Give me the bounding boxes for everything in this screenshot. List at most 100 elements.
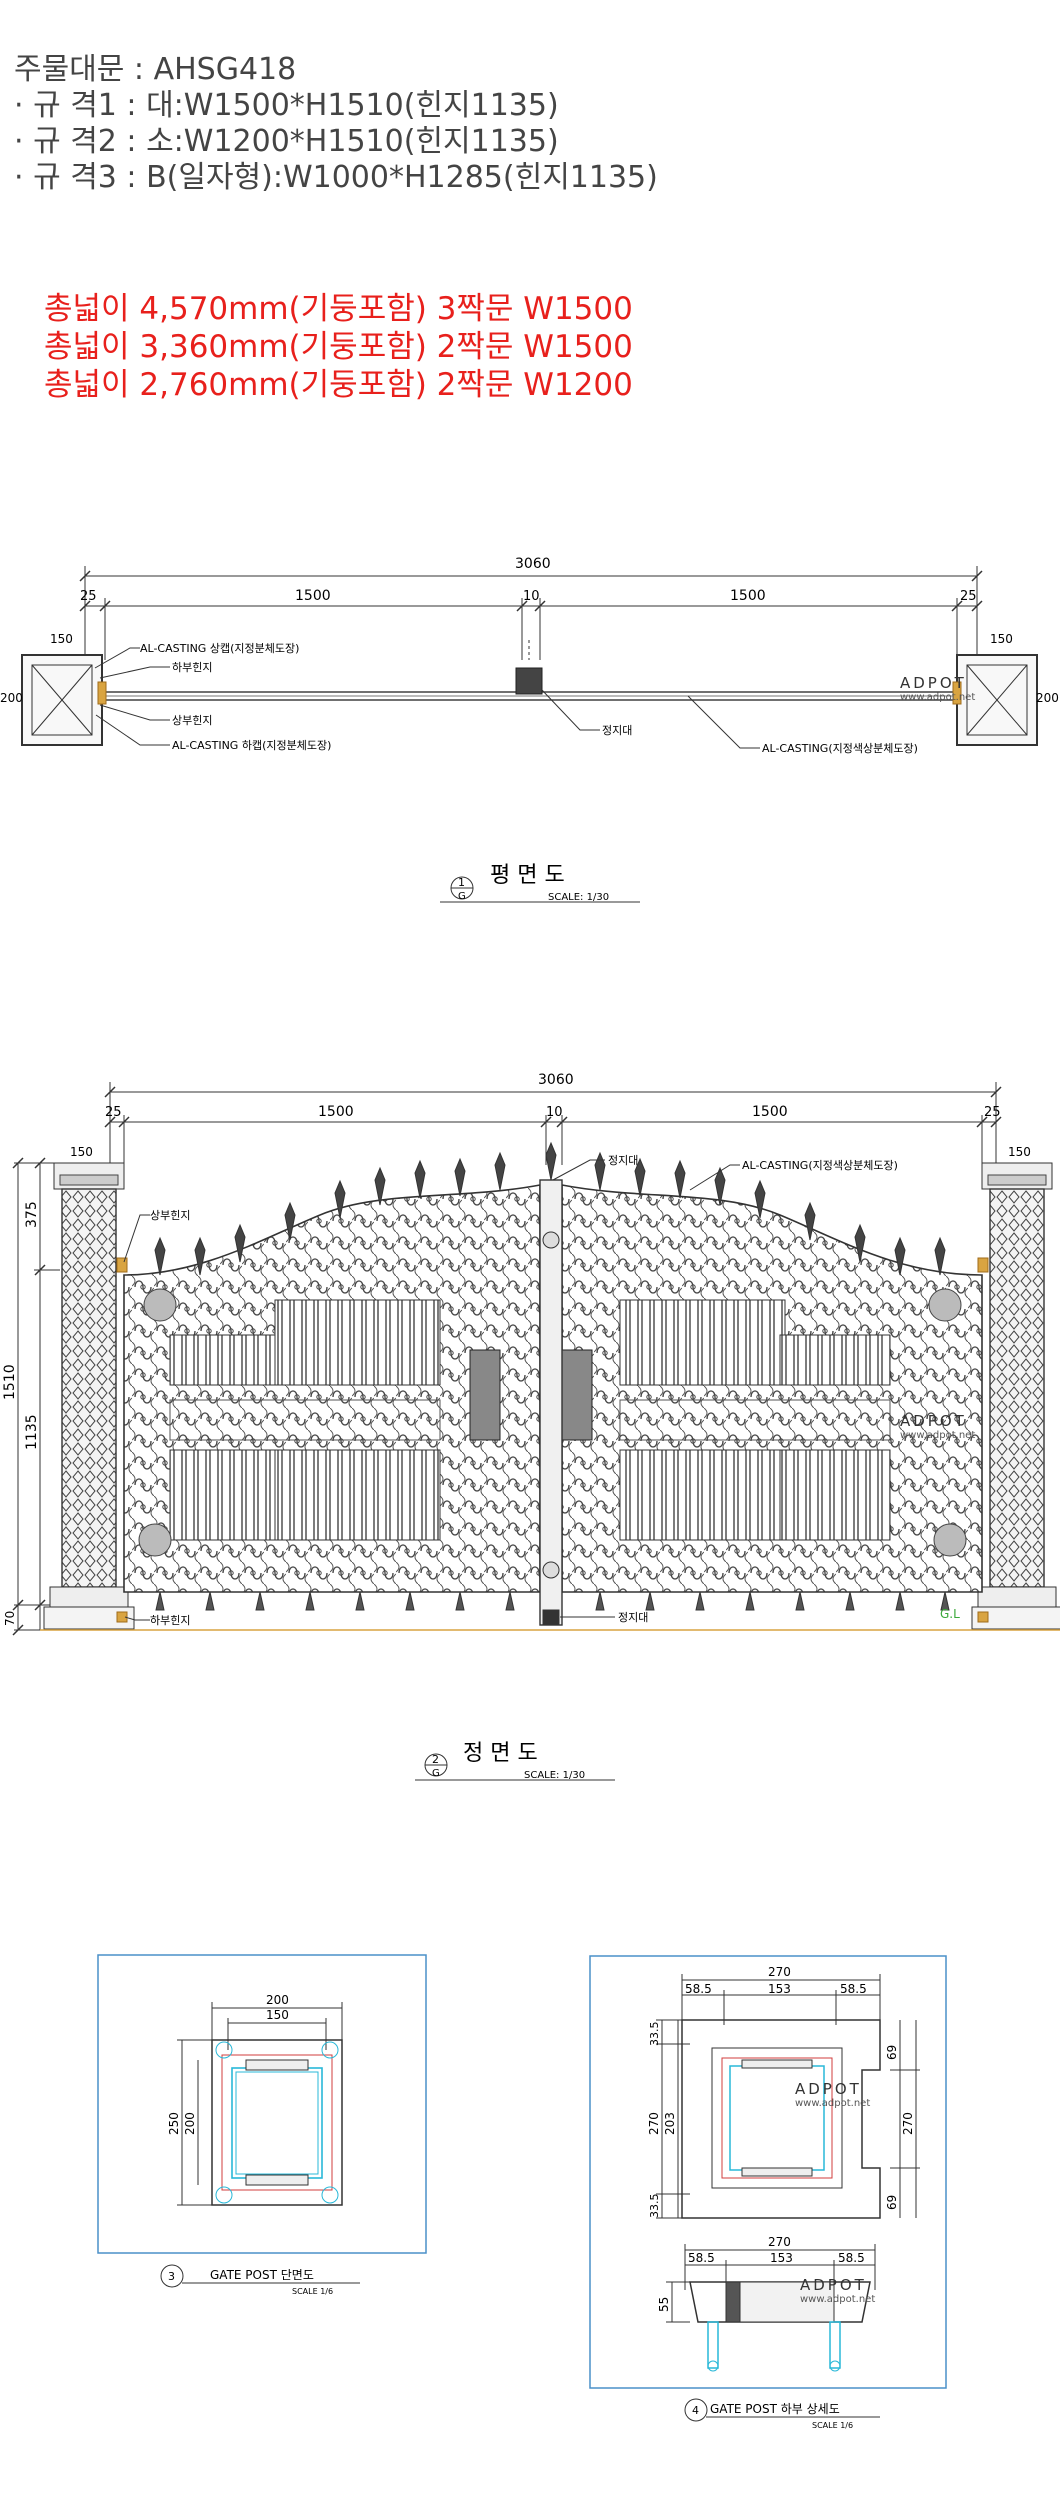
svg-text:www.adpot.net: www.adpot.net <box>900 1430 975 1441</box>
detail4-dim-153: 153 <box>768 1982 791 1996</box>
front-dim-1135: 1135 <box>24 1414 40 1450</box>
totals-block: 총넓이 4,570mm(기둥포함) 3짝문 W1500 총넓이 3,360mm(… <box>44 290 633 404</box>
svg-text:www.adpot.net: www.adpot.net <box>800 2294 875 2305</box>
detail3-dim-200-top: 200 <box>266 1993 289 2007</box>
svg-text:G: G <box>432 1768 440 1779</box>
front-post-width-left: 150 <box>70 1145 93 1159</box>
detail4-dim-203: 203 <box>663 2112 677 2135</box>
detail4-watermark-2: ADPOT www.adpot.net <box>800 2276 875 2305</box>
front-dim-10: 10 <box>546 1105 563 1120</box>
detail3-dim-250: 250 <box>167 2112 181 2135</box>
svg-text:www.adpot.net: www.adpot.net <box>900 692 975 703</box>
front-dim-70: 70 <box>3 1611 17 1626</box>
front-upper-hinge-right <box>977 1257 989 1273</box>
total-line-1: 총넓이 4,570mm(기둥포함) 3짝문 W1500 <box>44 291 633 327</box>
front-center-post <box>539 1179 563 1626</box>
front-label-gl: G.L <box>940 1607 960 1621</box>
front-label-stopper-top: 정지대 <box>608 1154 638 1167</box>
plan-label-lower-hinge: 하부힌지 <box>172 660 212 674</box>
spec-line-1: · 규 격1 : 대:W1500*H1510(힌지1135) <box>14 88 559 123</box>
front-gate-right-leaf <box>561 1184 983 1593</box>
front-label-stopper-bottom: 정지대 <box>618 1611 648 1624</box>
front-dim-25-left: 25 <box>105 1105 122 1120</box>
svg-text:SCALE: 1/30: SCALE: 1/30 <box>548 892 609 903</box>
front-post-right <box>971 1162 1060 1630</box>
svg-text:2: 2 <box>432 1753 439 1766</box>
svg-text:4: 4 <box>692 2404 699 2417</box>
front-gate-left-leaf <box>123 1184 541 1593</box>
plan-view <box>21 566 1038 749</box>
front-label-body-casting: AL-CASTING(지정색상분체도장) <box>742 1159 898 1172</box>
front-leaders <box>123 1159 740 1621</box>
front-label-upper-hinge: 상부힌지 <box>150 1209 190 1222</box>
svg-text:www.adpot.net: www.adpot.net <box>795 2098 870 2109</box>
svg-text:G: G <box>458 891 466 902</box>
front-finials <box>154 1141 946 1276</box>
detail4-dim-55: 55 <box>657 2297 671 2312</box>
front-watermark: ADPOT www.adpot.net <box>900 1412 975 1441</box>
plan-post-depth-right: 200 <box>1036 691 1059 705</box>
detail4-drawing <box>656 1974 920 2372</box>
svg-text:ADPOT: ADPOT <box>900 674 967 692</box>
spec-title: 주물대문 : AHSG418 <box>14 52 297 87</box>
front-dim-1500-right: 1500 <box>752 1104 788 1120</box>
front-dim-total: 3060 <box>538 1072 574 1088</box>
svg-text:SCALE 1/6: SCALE 1/6 <box>812 2421 853 2430</box>
svg-text:평 면 도: 평 면 도 <box>490 863 565 888</box>
front-post-left <box>43 1162 135 1630</box>
front-title-group: 2 G 정 면 도 SCALE: 1/30 <box>415 1741 615 1781</box>
front-view <box>12 1082 1002 1636</box>
plan-post-depth-left: 200 <box>0 691 23 705</box>
plan-label-upper-casting: AL-CASTING 상캡(지정분체도장) <box>140 642 299 655</box>
detail4-dim-270-top: 270 <box>768 1965 791 1979</box>
detail4-dim-270-left: 270 <box>647 2112 661 2135</box>
detail4-dim-153-base: 153 <box>770 2251 793 2265</box>
detail4-dim-585-c: 58.5 <box>688 2251 715 2265</box>
detail4-dim-270-right: 270 <box>901 2112 915 2135</box>
detail4-watermark-1: ADPOT www.adpot.net <box>795 2080 870 2109</box>
plan-label-upper-hinge: 상부힌지 <box>172 714 212 727</box>
front-dim-375: 375 <box>24 1201 40 1228</box>
svg-text:GATE POST 하부 상세도: GATE POST 하부 상세도 <box>710 2402 840 2416</box>
spec-line-2: · 규 격2 : 소:W1200*H1510(힌지1135) <box>14 124 559 159</box>
plan-label-stopper: 정지대 <box>602 724 632 737</box>
svg-text:정 면 도: 정 면 도 <box>463 1741 538 1766</box>
detail4-dim-270-base: 270 <box>768 2235 791 2249</box>
svg-text:ADPOT: ADPOT <box>795 2080 862 2098</box>
front-dim-25-right: 25 <box>984 1105 1001 1120</box>
detail4-dim-335-top: 33.5 <box>648 2022 661 2047</box>
front-dim-1500-left: 1500 <box>318 1104 354 1120</box>
spec-line-3: · 규 격3 : B(일자형):W1000*H1285(힌지1135) <box>14 160 658 195</box>
front-lower-hinge-right <box>977 1611 989 1623</box>
front-bottom-spikes <box>155 1591 950 1611</box>
spec-block: 주물대문 : AHSG418 · 규 격1 : 대:W1500*H1510(힌지… <box>14 52 754 196</box>
detail4-title-group: 4 GATE POST 하부 상세도 SCALE 1/6 <box>684 2398 880 2430</box>
plan-dim-total: 3060 <box>515 556 551 572</box>
detail4-dim-585-b: 58.5 <box>840 1982 867 1996</box>
svg-text:3: 3 <box>168 2270 175 2283</box>
front-dim-1510: 1510 <box>2 1364 18 1400</box>
detail4-dim-335-bottom: 33.5 <box>648 2194 661 2219</box>
total-line-2: 총넓이 3,360mm(기둥포함) 2짝문 W1500 <box>44 329 633 365</box>
detail4-dim-69-top: 69 <box>885 2045 899 2060</box>
plan-label-lower-casting: AL-CASTING 하캡(지정분체도장) <box>172 738 331 752</box>
front-upper-hinge-left <box>116 1257 128 1273</box>
plan-label-body-casting: AL-CASTING(지정색상분체도장) <box>762 742 918 755</box>
svg-text:SCALE: 1/30: SCALE: 1/30 <box>524 1770 585 1781</box>
detail4-dim-585-d: 58.5 <box>838 2251 865 2265</box>
detail4-frame <box>589 1955 947 2389</box>
plan-dim-1500-right: 1500 <box>730 588 766 604</box>
detail3-dim-150: 150 <box>266 2008 289 2022</box>
detail4-dim-585-a: 58.5 <box>685 1982 712 1996</box>
detail3-frame <box>97 1954 427 2254</box>
plan-post-width-left: 150 <box>50 632 73 646</box>
svg-text:SCALE 1/6: SCALE 1/6 <box>292 2287 333 2296</box>
plan-dim-25-left: 25 <box>80 589 97 604</box>
front-lower-hinge-left <box>116 1611 128 1623</box>
detail3-drawing <box>177 2002 343 2206</box>
detail4-dim-69-bottom: 69 <box>885 2195 899 2210</box>
plan-dim-10: 10 <box>523 589 540 604</box>
detail3-title-group: 3 GATE POST 단면도 SCALE 1/6 <box>160 2264 360 2296</box>
plan-dim-1500-left: 1500 <box>295 588 331 604</box>
